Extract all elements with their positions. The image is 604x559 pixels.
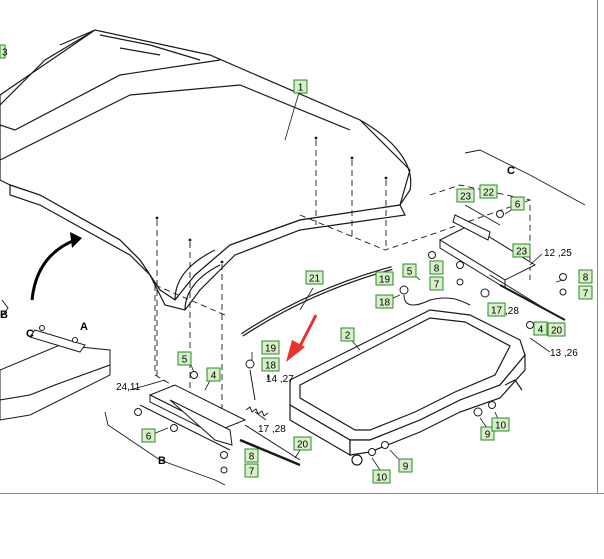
callout-19-left-text: 19 (265, 344, 277, 355)
callout-4-left: 4 (206, 367, 221, 382)
callout-8-right-a-text: 8 (434, 264, 440, 275)
roof-canopy (0, 29, 412, 311)
section-brackets (104, 149, 586, 486)
label-24-11: 24,11 (116, 382, 141, 393)
callout-23-top: 23 (456, 188, 475, 203)
callout-10-right-text: 10 (495, 421, 507, 432)
callout-18-left-text: 18 (265, 361, 277, 372)
callout-10-right: 10 (491, 417, 510, 432)
callout-7-right-a: 7 (429, 276, 444, 291)
callout-5-right: 5 (402, 263, 417, 278)
callout-6-right-text: 6 (515, 200, 521, 211)
callout-9-right: 9 (480, 426, 495, 441)
callout-23-bottom-text: 23 (516, 247, 528, 258)
callout-7-right-a-text: 7 (434, 280, 440, 291)
bottom-frame-line (0, 493, 604, 494)
seal-strip (240, 266, 393, 337)
callout-8-right-b-text: 8 (583, 273, 589, 284)
callout-7-left: 7 (244, 463, 259, 478)
label-14-27: 14 ,27 (266, 374, 294, 385)
callout-4-right-text: 4 (538, 325, 544, 336)
callout-10-left: 10 (372, 469, 391, 484)
callout-20-right-text: 20 (551, 326, 563, 337)
cable-left (249, 369, 256, 401)
callout-19-right-text: 19 (379, 275, 391, 286)
callout-10-left-text: 10 (376, 473, 388, 484)
callout-4-left-text: 4 (211, 371, 217, 382)
callout-6-right: 6 (510, 196, 525, 211)
callout-18-right-text: 18 (379, 298, 391, 309)
callout-19-right: 19 (375, 271, 394, 286)
cable-right (403, 294, 471, 306)
label-12-25: 12 ,25 (544, 248, 572, 259)
rail-assembly-right (438, 204, 556, 316)
rod-left (239, 438, 301, 467)
callout-8-left: 8 (244, 448, 259, 463)
callout-7-right-b: 7 (578, 285, 593, 300)
red-pointer-arrow (286, 314, 318, 362)
right-frame-line (597, 0, 598, 494)
callout-19-left: 19 (261, 340, 280, 355)
callout-21-text: 21 (309, 274, 321, 285)
callout-8-left-text: 8 (249, 452, 255, 463)
callout-17: 17 (487, 302, 506, 317)
callout-1-text: 1 (298, 83, 304, 94)
callout-20-right: 20 (547, 322, 566, 337)
tray-cover (289, 309, 526, 466)
callout-18-left: 18 (261, 357, 280, 372)
callout-5-right-text: 5 (407, 267, 413, 278)
callout-23-top-text: 23 (460, 192, 472, 203)
callout-7-left-text: 7 (249, 467, 255, 478)
rotate-arrow (30, 232, 82, 301)
callout-2: 2 (340, 327, 355, 342)
section-label-a: A (80, 321, 88, 333)
callout-6-left: 6 (141, 428, 156, 443)
callout-5-left: 5 (177, 351, 192, 366)
rail-assembly-left (139, 384, 301, 461)
callout-6-left-text: 6 (146, 432, 152, 443)
callout-3: 3 (0, 44, 8, 59)
callout-2-text: 2 (345, 331, 351, 342)
left-detail-assembly (0, 299, 111, 421)
callout-3-text: 3 (2, 48, 8, 59)
callout-7-right-b-text: 7 (583, 289, 589, 300)
label-17-28: 17 ,28 (258, 424, 286, 435)
section-label-b: B (158, 455, 166, 467)
callout-5-left-text: 5 (182, 355, 188, 366)
callout-17-text: 17 (491, 306, 503, 317)
label-13-26: 13 ,26 (550, 348, 578, 359)
roof-screw-holes (155, 136, 388, 264)
fasteners (134, 210, 567, 474)
callout-8-right-a: 8 (429, 260, 444, 275)
spring-part (245, 406, 269, 417)
label-comma-28: ,28 (505, 306, 519, 317)
section-label-b-edge: B (0, 309, 8, 321)
callout-18-right: 18 (375, 294, 394, 309)
callout-9-right-text: 9 (485, 430, 491, 441)
callout-21: 21 (305, 270, 324, 285)
callout-9-left: 9 (398, 458, 413, 473)
callout-9-left-text: 9 (403, 462, 409, 473)
callout-22-text: 22 (483, 188, 495, 199)
callout-22: 22 (479, 184, 498, 199)
callout-20-left: 20 (293, 436, 312, 451)
section-label-c-left: C (26, 328, 34, 340)
callout-8-right-b: 8 (578, 269, 593, 284)
callout-23-bottom: 23 (512, 243, 531, 258)
section-label-c: C (507, 165, 515, 177)
callout-1: 1 (293, 79, 308, 94)
callout-4-right: 4 (533, 321, 548, 336)
rod-right (499, 284, 566, 321)
callout-20-left-text: 20 (297, 440, 309, 451)
